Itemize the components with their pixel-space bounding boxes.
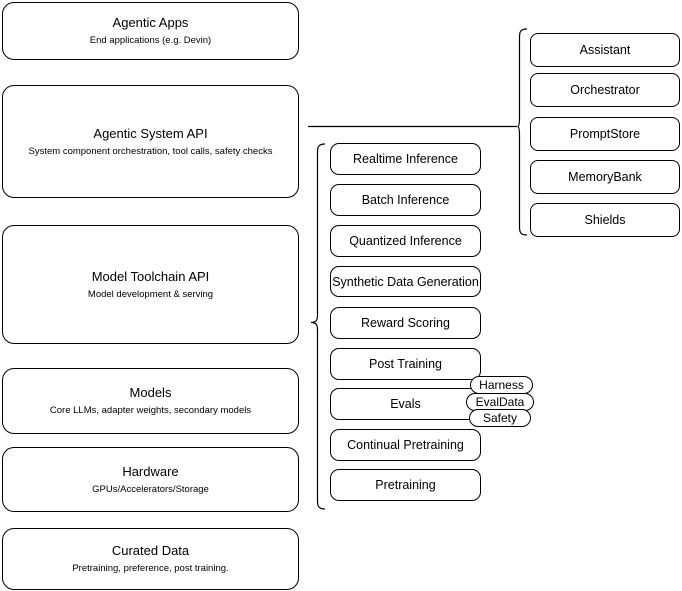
toolchain-pill-realtime-inference[interactable]: Realtime Inference (330, 143, 481, 175)
layer-title: Agentic Apps (112, 15, 189, 30)
layer-box-agentic-apps[interactable]: Agentic Apps End applications (e.g. Devi… (2, 2, 299, 60)
layer-box-curated-data[interactable]: Curated Data Pretraining, preference, po… (2, 528, 299, 590)
layer-box-agentic-system-api[interactable]: Agentic System API System component orch… (2, 85, 299, 198)
layer-title: Curated Data (111, 543, 190, 558)
evals-subcomponent-safety[interactable]: Safety (469, 409, 531, 427)
layer-title: Models (129, 385, 172, 400)
layer-box-models[interactable]: Models Core LLMs, adapter weights, secon… (2, 368, 299, 434)
system-pill-shields[interactable]: Shields (530, 203, 680, 237)
layer-title: Hardware (122, 463, 179, 479)
evals-subcomponent-harness[interactable]: Harness (470, 376, 533, 394)
toolchain-pill-synthetic-data-generation[interactable]: Synthetic Data Generation (330, 266, 481, 297)
toolchain-pill-post-training[interactable]: Post Training (330, 348, 481, 380)
layer-subtitle: Model development & serving (87, 288, 214, 300)
toolchain-components-brace (310, 143, 326, 510)
layer-box-hardware[interactable]: Hardware GPUs/Accelerators/Storage (2, 447, 299, 512)
system-pill-orchestrator[interactable]: Orchestrator (530, 73, 680, 107)
system-components-brace (517, 28, 528, 236)
toolchain-pill-evals[interactable]: Evals (330, 388, 481, 420)
system-pill-promptstore[interactable]: PromptStore (530, 117, 680, 151)
layer-subtitle: GPUs/Accelerators/Storage (92, 483, 209, 495)
layer-subtitle: System component orchestration, tool cal… (28, 145, 273, 157)
layer-title: Agentic System API (93, 125, 208, 141)
layer-title: Model Toolchain API (91, 268, 210, 284)
toolchain-pill-pretraining[interactable]: Pretraining (330, 469, 481, 501)
layer-subtitle: Pretraining, preference, post training. (72, 563, 229, 574)
layer-subtitle: Core LLMs, adapter weights, secondary mo… (49, 405, 252, 416)
layer-subtitle: End applications (e.g. Devin) (89, 35, 212, 46)
toolchain-pill-reward-scoring[interactable]: Reward Scoring (330, 307, 481, 339)
system-pill-assistant[interactable]: Assistant (530, 33, 680, 67)
toolchain-pill-batch-inference[interactable]: Batch Inference (330, 184, 481, 216)
layer-box-model-toolchain-api[interactable]: Model Toolchain API Model development & … (2, 225, 299, 344)
toolchain-pill-continual-pretraining[interactable]: Continual Pretraining (330, 429, 481, 461)
toolchain-pill-quantized-inference[interactable]: Quantized Inference (330, 225, 481, 257)
system-pill-memorybank[interactable]: MemoryBank (530, 160, 680, 194)
